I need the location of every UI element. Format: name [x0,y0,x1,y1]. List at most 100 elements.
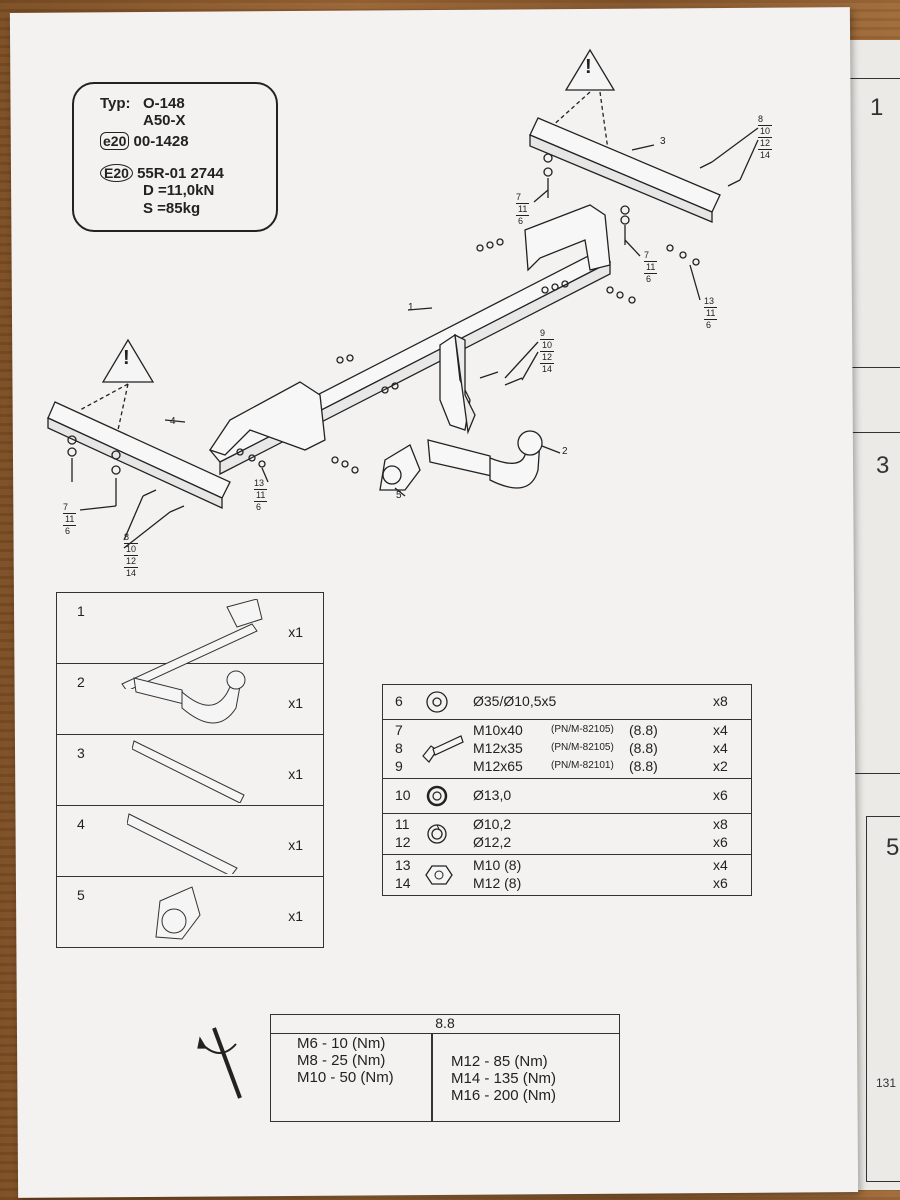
part-number: 5 [77,887,85,903]
warning-mark-left: ! [123,347,130,369]
s-value: S =85kg [143,200,201,217]
parts-row-2: 2 x1 [56,663,324,735]
hardware-number: 6 [395,693,403,709]
hardware-grade: (8.8) [629,758,658,774]
hardware-quantity: x8 [713,816,728,832]
second-sheet-fragment: 131 [876,1076,897,1090]
crossbar-part-1 [208,204,612,476]
washer-large-icon [425,690,449,717]
diagram-label-part-3: 3 [660,136,666,147]
part-qty: x1 [288,694,303,711]
hardware-standard: (PN/M-82105) [551,724,614,735]
hardware-number: 11 [395,816,410,832]
hardware-number: 10 [395,787,411,803]
towball-part-2 [427,430,543,489]
hardware-quantity: x4 [713,722,728,738]
hardware-description: Ø12,2 [473,834,512,850]
part-number: 4 [77,816,85,832]
hardware-quantity: x6 [713,834,728,850]
torque-divider [431,1033,433,1121]
hardware-standard: (PN/M-82105) [551,742,614,753]
typ-label: Typ: [100,95,131,112]
callout-nuts-right: 13 11 6 [704,296,718,330]
hardware-quantity: x2 [713,758,728,774]
part-qty: x1 [288,836,303,853]
hardware-description: M10x40 [473,722,523,738]
warning-triangle-left-icon [101,338,155,383]
hardware-group: 10 Ø13,0 x6 [383,779,751,814]
spring-washer-icon [425,822,449,849]
socket-plate-thumbnail [155,886,201,940]
part-qty: x1 [288,765,303,782]
hardware-number: 12 [395,834,411,850]
part-qty: x1 [288,623,303,640]
part-number: 3 [77,745,85,761]
hardware-group: 13 M10 (8) x4 14 M12 (8) x6 [383,855,751,895]
hardware-description: M10 (8) [473,857,522,873]
hardware-quantity: x6 [713,875,728,891]
hardware-description: M12x35 [473,740,523,756]
hardware-spec-table: 6 Ø35/Ø10,5x5 x8 7 M10x40 (PN/M-82105) (8.8) x4… [382,684,752,896]
torque-grade-header: 8.8 [271,1015,619,1034]
parts-row-3: 3 x1 [56,734,324,806]
parts-row-1: 1 x1 [56,592,324,689]
hardware-group: 7 M10x40 (PN/M-82105) (8.8) x4 8 M12x35 (PN/M-8… [383,720,751,779]
callout-stud-left: 7 11 6 [63,502,77,536]
diagram-label-part-4: 4 [170,416,176,427]
warning-mark-top: ! [585,56,592,78]
homologation-box [72,82,278,232]
d-value: D =11,0kN [143,182,215,199]
second-sheet-num-1: 1 [870,94,884,121]
hardware-quantity: x6 [713,787,728,803]
torque-value: M14 - 135 (Nm) [451,1070,557,1087]
callout-bolts-left: 8 10 12 14 [124,532,139,578]
hardware-number: 8 [395,740,403,756]
callout-bolts-right: 8 10 12 14 [758,114,773,160]
E20-value: 55R-01 2744 [137,165,224,182]
towball-thumbnail [133,670,246,724]
hardware-description: Ø35/Ø10,5x5 [473,693,557,709]
diagram-label-part-1: 1 [408,302,414,313]
typ-line-1: O-148 [143,95,185,112]
e20-row: e20 00-1428 [100,132,189,150]
exploded-assembly-diagram [47,48,759,549]
hardware-quantity: x8 [713,693,728,709]
torque-value: M16 - 200 (Nm) [451,1087,557,1104]
torque-value: M12 - 85 (Nm) [451,1053,548,1070]
part-number: 1 [77,603,85,619]
hardware-standard: (PN/M-82101) [551,760,614,771]
hardware-group: 6 Ø35/Ø10,5x5 x8 [383,685,751,720]
hardware-description: Ø13,0 [473,787,512,803]
callout-stud-top-right: 7 11 6 [644,250,658,284]
hardware-grade: (8.8) [629,722,658,738]
e20-value: 00-1428 [133,133,189,150]
hardware-number: 7 [395,722,403,738]
part-number: 2 [77,674,85,690]
parts-row-4: 4 x1 [56,805,324,877]
torque-right-column: M12 - 85 (Nm) M14 - 135 (Nm) M16 - 200 (… [451,1053,556,1104]
parts-row-5: 5 x1 [56,876,324,948]
diagram-label-part-5: 5 [396,490,402,501]
bracket-3-thumbnail [132,740,245,803]
hardware-quantity: x4 [713,857,728,873]
part-qty: x1 [288,907,303,924]
hardware-number: 14 [395,875,411,891]
warning-triangle-top-icon [564,48,616,91]
second-sheet-num-3: 5 [886,834,900,861]
hardware-description: M12x65 [473,758,523,774]
torque-wrench-icon [196,1022,246,1107]
diagram-label-part-2: 2 [562,446,568,457]
hardware-description: M12 (8) [473,875,522,891]
torque-table: 8.8 M6 - 10 (Nm) M8 - 25 (Nm) M10 - 50 (… [270,1014,620,1122]
nut-icon [425,863,453,890]
socket-plate-part-5 [379,444,421,491]
hardware-stacks [67,153,741,513]
hardware-number: 9 [395,758,403,774]
typ-line-2: A50-X [143,112,186,129]
torque-left-column: M6 - 10 (Nm) M8 - 25 (Nm) M10 - 50 (Nm) [297,1035,394,1086]
hardware-number: 13 [395,857,411,873]
bolt-icon [421,734,465,767]
hardware-quantity: x4 [713,740,728,756]
bracket-part-3 [529,117,721,223]
